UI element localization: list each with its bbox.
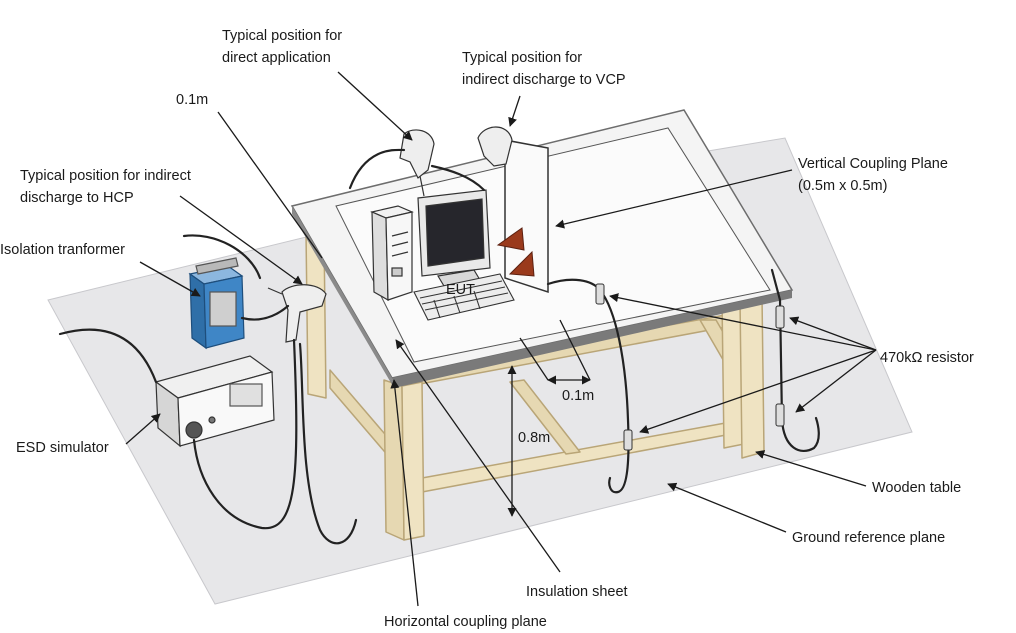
esd-gun-icon [399,129,435,197]
leader-lines [125,71,877,607]
resistor-icon [595,283,785,451]
esd-simulator-box-icon [154,355,275,448]
esd-gun-icon [267,284,327,343]
label-ground-reference-plane: Ground reference plane [792,530,945,546]
label-esd-simulator: ESD simulator [16,440,109,456]
label-insulation-sheet: Insulation sheet [526,584,628,600]
label-direct-application: Typical position for direct application [222,28,346,66]
cone-icon [496,227,535,277]
label-eut: EUT [446,282,475,298]
cable-wires [58,148,820,545]
wooden-table [305,231,765,541]
label-isolation-transformer: Isolation tranformer [0,242,125,258]
label-resistor: 470kΩ resistor [880,350,974,366]
esd-gun-icon [477,126,513,167]
label-indirect-hcp: Typical position for indirect discharge … [20,168,195,206]
label-wooden-table: Wooden table [872,480,961,496]
label-table-height: 0.8m [518,430,550,446]
label-distance-top: 0.1m [176,92,208,108]
label-horizontal-coupling-plane: Horizontal coupling plane [384,614,547,630]
vertical-coupling-plane [504,139,549,294]
label-distance-bottom: 0.1m [562,388,594,404]
transformer-icon [188,257,245,350]
pc-tower-icon [370,205,414,302]
keyboard-icon [413,273,515,321]
computer-monitor-icon [417,189,491,287]
label-vertical-coupling-plane: Vertical Coupling Plane (0.5m x 0.5m) [798,156,952,194]
label-indirect-vcp: Typical position for indirect discharge … [462,50,626,88]
